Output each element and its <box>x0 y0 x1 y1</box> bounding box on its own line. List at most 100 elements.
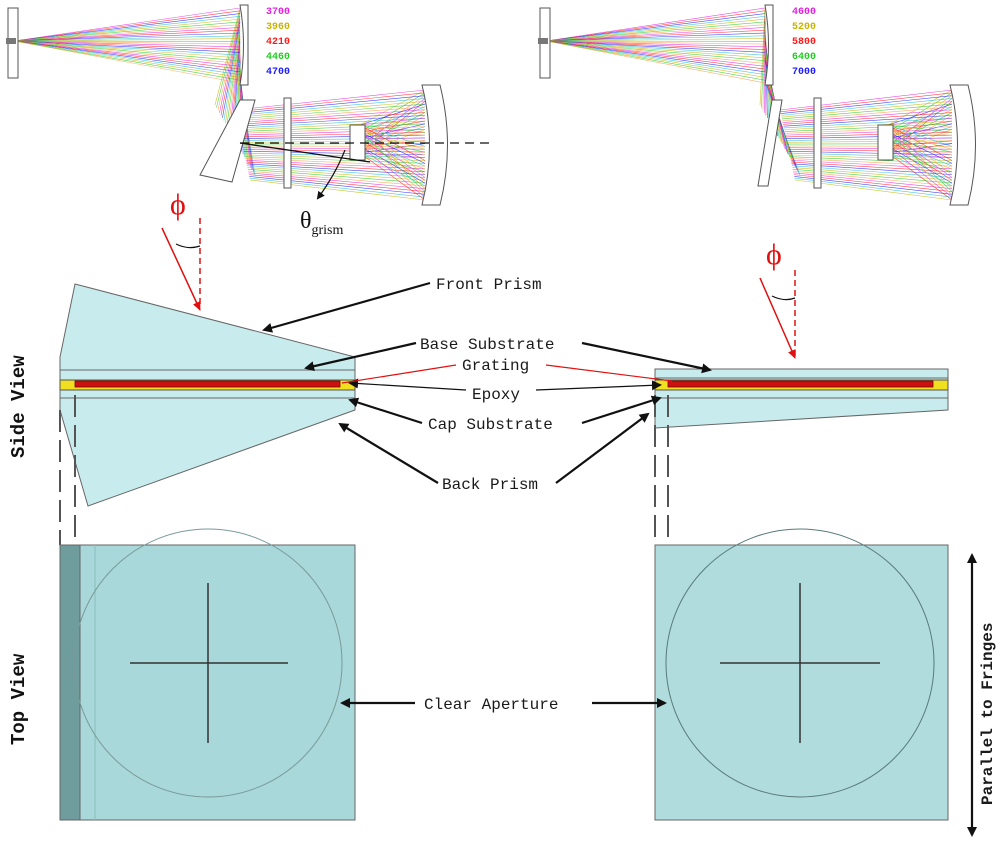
ray-line <box>216 10 241 108</box>
ray-line <box>887 152 953 187</box>
ray-line <box>222 21 241 119</box>
ray-line <box>249 177 426 198</box>
wavelength-left-4: 4700 <box>266 67 290 78</box>
ray-line <box>13 40 241 84</box>
ray-line <box>787 145 953 147</box>
wavelength-right-4: 7000 <box>792 67 816 78</box>
ray-line <box>782 106 953 122</box>
camera-mirror-left <box>421 84 448 206</box>
ray-line <box>887 138 953 181</box>
ray-line <box>545 40 766 73</box>
ray-line <box>240 132 426 138</box>
ray-line <box>13 29 241 42</box>
ray-line <box>359 124 426 133</box>
ray-line <box>545 7 766 42</box>
theta-arc <box>316 149 346 200</box>
theta-label: θ <box>300 208 312 234</box>
ray-line <box>359 98 426 147</box>
ray-line <box>235 92 426 113</box>
ray-line <box>887 89 953 126</box>
ray-line <box>545 13 766 42</box>
ray-line <box>545 40 766 45</box>
ray-line <box>887 101 953 154</box>
ray-line <box>779 89 953 111</box>
ray-line <box>13 38 241 42</box>
ray-line <box>239 123 426 132</box>
ray-line <box>783 115 953 127</box>
ray-line <box>359 145 426 156</box>
arrow-cap-right <box>581 395 662 425</box>
wavelength-legend-right: 4600 5200 5800 6400 7000 <box>792 7 816 78</box>
ray-line <box>13 40 241 78</box>
ray-line <box>237 109 426 123</box>
ray-line <box>545 32 766 42</box>
ray-line <box>247 168 426 184</box>
collimator-mirror-right <box>764 4 774 86</box>
top-view-left <box>59 528 356 821</box>
ray-line <box>545 40 766 62</box>
left-clear-aperture-circle <box>73 528 343 798</box>
ray-line <box>13 35 241 42</box>
ray-line <box>887 124 953 161</box>
ray-line <box>13 40 241 53</box>
ray-line <box>226 30 241 126</box>
label-epoxy: Epoxy <box>472 386 520 404</box>
ray-line <box>784 126 953 134</box>
ray-line <box>545 16 766 42</box>
ray-line <box>887 138 953 167</box>
ray-line <box>359 120 426 133</box>
ray-line <box>786 140 953 143</box>
label-parallel-to-fringes: Parallel to Fringes <box>979 623 997 805</box>
left-phi-symbol: ϕ <box>170 188 186 221</box>
slit-right <box>538 38 548 44</box>
ray-line <box>234 89 426 111</box>
ray-line <box>545 40 766 70</box>
grating-callouts <box>341 364 673 384</box>
ray-line <box>13 18 241 42</box>
ray-line <box>781 98 953 116</box>
ray-line <box>236 98 426 116</box>
ray-line <box>887 98 953 147</box>
arrow-back-prism-right <box>555 412 650 484</box>
ray-line <box>13 27 241 42</box>
ray-line <box>545 18 766 42</box>
ray-line <box>887 138 953 195</box>
ray-line <box>13 40 241 67</box>
ray-line <box>545 24 766 42</box>
ray-line <box>359 138 426 195</box>
ray-line <box>242 145 426 147</box>
arrow-front-prism <box>262 281 431 333</box>
ray-line <box>887 145 953 156</box>
detector-right <box>877 124 894 161</box>
ray-line <box>887 124 953 189</box>
ray-line <box>239 120 426 131</box>
ray-line <box>887 120 953 133</box>
ray-line <box>783 117 953 129</box>
ray-line <box>887 152 953 173</box>
ray-line <box>247 167 426 181</box>
ray-line <box>13 40 241 56</box>
ray-line <box>223 24 241 121</box>
right-clear-aperture-circle <box>665 528 935 798</box>
ray-bundle-camera-right <box>779 89 953 201</box>
ray-line <box>359 152 426 173</box>
wavelength-legend-left: 3700 3960 4210 4460 4700 <box>266 7 290 78</box>
ray-line <box>781 100 953 118</box>
grating-line-left <box>341 364 457 384</box>
ray-line <box>545 40 766 84</box>
ray-line <box>13 24 241 42</box>
ray-line <box>359 109 426 140</box>
ray-line <box>359 131 426 178</box>
ray-line <box>214 7 241 106</box>
ray-line <box>359 152 426 187</box>
ray-line <box>13 40 241 48</box>
arrow-epoxy-left <box>348 378 467 391</box>
ray-bundle-camera-left <box>234 89 426 201</box>
ray-line <box>784 120 953 131</box>
ray-line <box>545 40 766 64</box>
grism-normal-left <box>239 142 371 163</box>
ray-line <box>359 124 426 175</box>
ray-line <box>13 40 241 62</box>
ray-line <box>13 10 241 42</box>
ray-line <box>785 129 953 136</box>
